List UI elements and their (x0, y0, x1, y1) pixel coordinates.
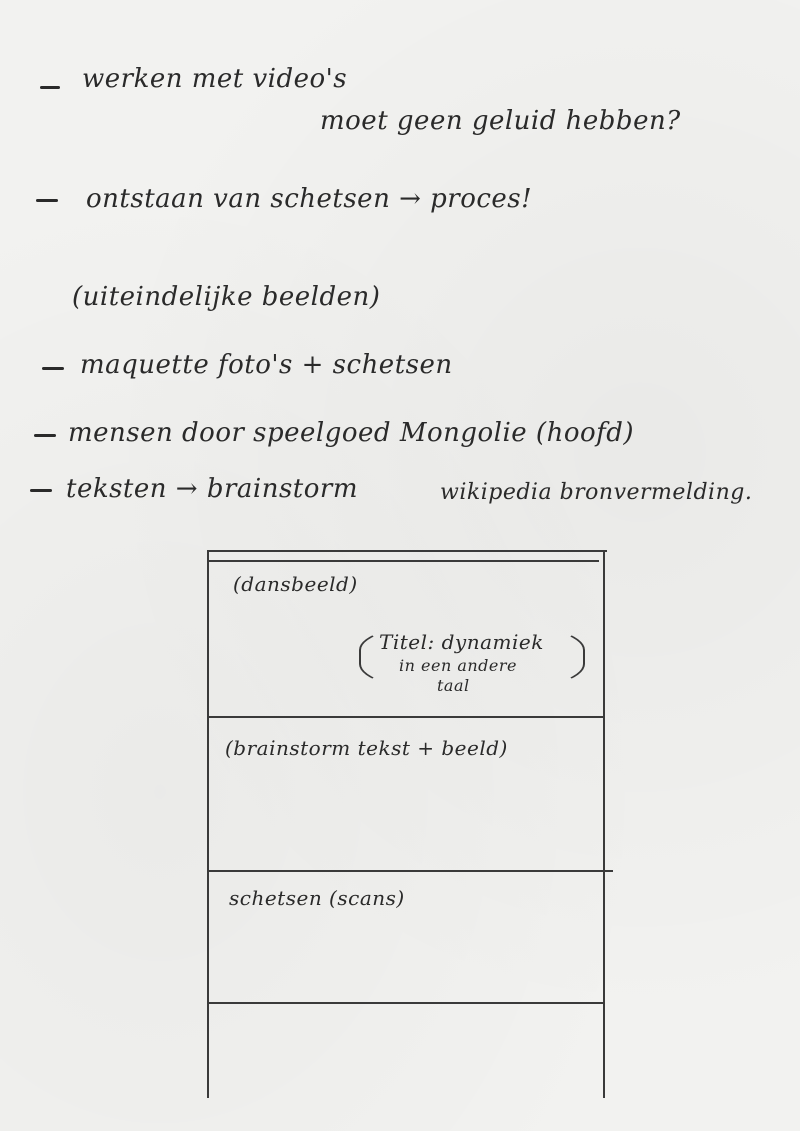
sketch-section-1-sub-2: taal (437, 676, 470, 695)
sketch-divider-2 (209, 870, 613, 872)
page-layout-sketch: (dansbeeld) Titel: dynamiek in een ander… (207, 550, 613, 1098)
bullet-dash-3 (42, 367, 64, 370)
note-item-5-a: teksten → brainstorm (66, 474, 358, 504)
note-item-2: ontstaan van schetsen → proces! (86, 184, 533, 214)
sketch-section-3-label: schetsen (scans) (229, 886, 405, 910)
title-bracket (359, 622, 585, 692)
sketch-top-line (209, 550, 607, 552)
note-item-2-sub: (uiteindelijke beelden) (72, 282, 381, 312)
sketch-section-1-label: (dansbeeld) (233, 572, 358, 596)
sketch-section-1-sub-1: in een andere (399, 656, 518, 675)
note-item-1-line-1: werken met video's (82, 64, 348, 94)
sketch-divider-1 (209, 716, 603, 718)
bullet-dash-2 (36, 199, 58, 202)
bullet-dash-4 (34, 434, 56, 437)
note-item-3: maquette foto's + schetsen (80, 350, 453, 380)
note-item-5-b: wikipedia bronvermelding. (440, 480, 753, 505)
note-item-1-line-2: moet geen geluid hebben? (320, 106, 681, 136)
bullet-dash-5 (30, 489, 52, 492)
sketch-section-2-label: (brainstorm tekst + beeld) (225, 736, 508, 760)
sketch-section-1-title: Titel: dynamiek (379, 630, 544, 654)
bullet-dash-1 (40, 86, 60, 89)
sketch-top-line-2 (209, 560, 599, 562)
sketch-divider-3 (209, 1002, 603, 1004)
note-item-4: mensen door speelgoed Mongolie (hoofd) (68, 418, 635, 448)
